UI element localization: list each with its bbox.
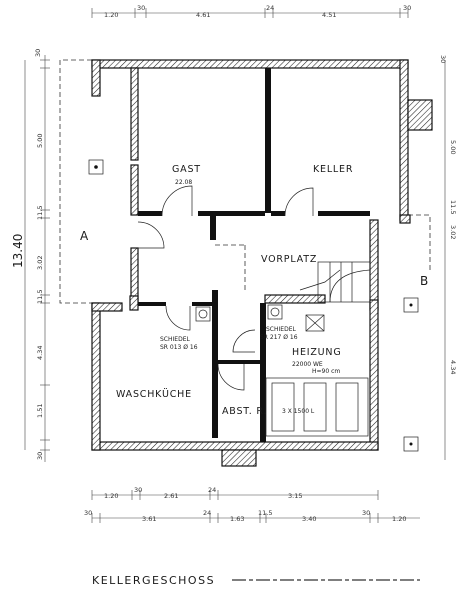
dim-right-4: 3.02 [449, 225, 457, 239]
room-keller: KELLER [313, 164, 353, 175]
stair [299, 261, 371, 303]
dim-left-2: 5.00 [36, 134, 44, 148]
room-waschkueche: WASCHKÜCHE [116, 389, 192, 400]
chimney-left-label: SCHIEDEL [160, 336, 190, 343]
chimney-left-spec: SR 013 Ø 16 [160, 344, 198, 351]
dim-right-1: 30 [439, 55, 447, 63]
chimney-right-label: SCHIEDEL [266, 326, 296, 333]
section-mark-b: B [420, 274, 428, 288]
top-dimension-chain: 1.20 30 4.61 24 4.51 30 [91, 4, 411, 19]
dim-right-2: 5.00 [449, 140, 457, 154]
plan-title: KELLERGESCHOSS [92, 574, 215, 587]
dim-left-5: 11.5 [36, 290, 44, 304]
chimney-right-spec: SR 217 Ø 16 [260, 334, 298, 341]
dim-bottom2-2: 3.61 [142, 515, 156, 523]
dim-top-1: 1.20 [104, 11, 118, 19]
dim-top-2: 30 [137, 4, 145, 12]
right-dimension-chain: 30 5.00 11.5 3.02 4.34 [439, 55, 457, 460]
dim-top-4: 24 [266, 4, 274, 12]
room-heizung: HEIZUNG [292, 347, 341, 358]
room-gast-area: 22.08 [175, 179, 192, 186]
room-gast: GAST [172, 164, 201, 175]
room-heizung-height: H=90 cm [312, 368, 340, 375]
dim-bottom2-5: 11.5 [258, 509, 272, 517]
interior-walls [138, 68, 370, 442]
dim-right-5: 4.34 [449, 360, 457, 374]
room-vorplatz: VORPLATZ [261, 254, 317, 265]
room-heizung-power: 22000 WE [292, 361, 323, 368]
dim-bottom1-5: 3.15 [288, 492, 302, 500]
dim-right-3: 11.5 [449, 200, 457, 214]
dim-left-total: 13.40 [11, 234, 25, 268]
dim-bottom1-3: 2.61 [164, 492, 178, 500]
dim-left-8: 30 [36, 452, 44, 460]
section-mark-a: A [80, 229, 89, 243]
dim-bottom2-4: 1.63 [230, 515, 244, 523]
dim-top-5: 4.51 [322, 11, 336, 19]
doors [137, 185, 314, 391]
dim-left-3: 11.5 [36, 206, 44, 220]
dim-top-6: 30 [403, 4, 411, 12]
dim-left-7: 1.51 [36, 404, 44, 418]
dim-bottom2-8: 1.20 [392, 515, 406, 523]
dim-bottom1-2: 30 [134, 486, 142, 494]
bottom-dimension-chain-2: 30 3.61 24 1.63 11.5 3.40 30 1.20 [84, 509, 420, 523]
dim-bottom2-1: 30 [84, 509, 92, 517]
dim-bottom2-6: 3.40 [302, 515, 316, 523]
room-abst: ABST. R. [222, 406, 267, 417]
pillar-symbols [88, 159, 419, 452]
chimney-right [267, 304, 325, 332]
dim-left-4: 3.02 [36, 256, 44, 270]
left-dimension-chain: 30 5.00 11.5 3.02 11.5 4.34 1.51 30 13.4… [11, 49, 50, 462]
dim-top-3: 4.61 [196, 11, 210, 19]
oil-tanks [265, 377, 369, 437]
outer-walls [91, 59, 433, 467]
dim-bottom1-4: 24 [208, 486, 216, 494]
dim-bottom2-7: 30 [362, 509, 370, 517]
chimney-left [195, 306, 211, 322]
dim-left-1: 30 [34, 49, 42, 57]
dim-bottom2-3: 24 [203, 509, 211, 517]
dim-bottom1-1: 1.20 [104, 492, 118, 500]
dim-left-6: 4.34 [36, 346, 44, 360]
bottom-dimension-chain-1: 1.20 30 2.61 24 3.15 [91, 486, 379, 500]
tank-label: 3 X 1500 L [282, 408, 315, 415]
